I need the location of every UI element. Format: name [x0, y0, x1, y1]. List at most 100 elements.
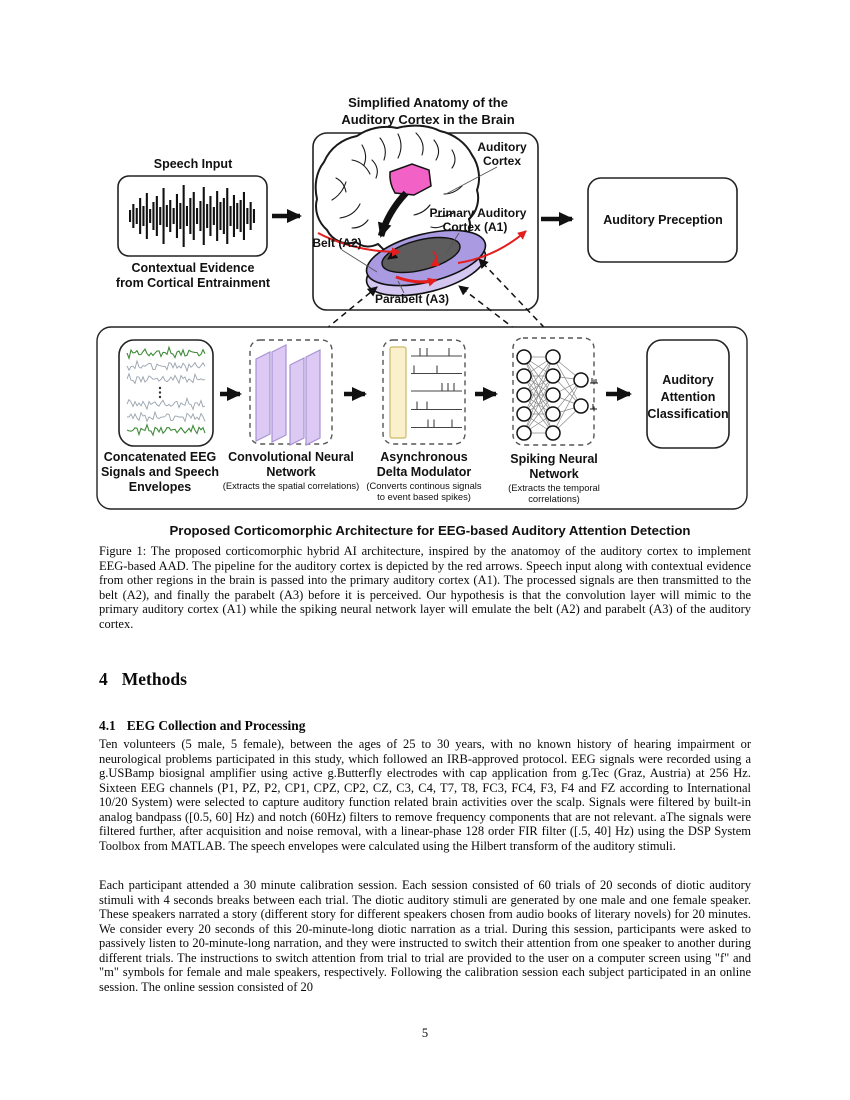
speech-waveform-icon	[129, 185, 255, 247]
snn-output-neuron	[573, 398, 589, 414]
snn-box	[512, 337, 595, 446]
waveform-bar	[199, 201, 202, 231]
adm-label-line2: Delta Modulator	[377, 465, 472, 479]
auditory-perception-label: Auditory Preception	[603, 213, 722, 227]
eeg-trace	[126, 423, 206, 437]
eeg-trace	[126, 345, 206, 361]
waveform-bar	[202, 187, 205, 245]
snn-edge	[552, 356, 582, 407]
paragraph-eeg-collection: Ten volunteers (5 male, 5 female), betwe…	[99, 737, 751, 853]
waveform-bar	[149, 209, 152, 223]
anatomy-title-line1: Simplified Anatomy of the	[348, 95, 508, 110]
cnn-layers-icon	[255, 344, 321, 446]
waveform-bar	[196, 208, 199, 224]
waveform-bar	[145, 193, 148, 239]
output-spike-glyph	[590, 404, 597, 410]
eeg-label-line2: Signals and Speech	[101, 465, 219, 479]
snn-neuron	[545, 425, 561, 441]
section-title: Methods	[121, 669, 187, 689]
eeg-label-line1: Concatenated EEG	[104, 450, 217, 464]
waveform-bar	[192, 192, 195, 240]
waveform-bar	[132, 204, 135, 228]
primary-auditory-label-line2: Cortex (A1)	[443, 220, 508, 234]
waveform-bar	[246, 208, 249, 224]
snn-label-line1: Spiking Neural	[510, 452, 598, 466]
snn-edge	[523, 375, 554, 434]
adm-label-line1: Asynchronous	[380, 450, 468, 464]
waveform-bar	[169, 200, 172, 232]
waveform-bar	[242, 192, 245, 240]
snn-edge	[523, 394, 554, 434]
ellipsis-dot	[158, 395, 162, 399]
waveform-bar	[175, 194, 178, 238]
adm-sublabel-line1: (Converts continous signals	[366, 480, 481, 491]
waveform-bar	[179, 203, 182, 229]
snn-neuron	[516, 368, 532, 384]
contextual-evidence-line1: Contextual Evidence	[132, 261, 255, 275]
snn-edge	[552, 379, 582, 434]
page-number: 5	[421, 1026, 429, 1040]
classification-box	[646, 339, 730, 449]
cortex-to-belt-arrow	[377, 190, 409, 238]
subsection-title: EEG Collection and Processing	[126, 718, 306, 733]
snn-edge	[523, 356, 554, 396]
eeg-label-line3: Envelopes	[129, 480, 192, 494]
waveform-bar	[172, 208, 175, 224]
waveform-bar	[249, 202, 252, 230]
eeg-trace	[126, 372, 206, 385]
adm-sublabel-line2: to event based spikes)	[377, 491, 471, 502]
speech-input-label: Speech Input	[154, 157, 233, 171]
waveform-bar	[142, 206, 145, 226]
snn-network-icon	[516, 349, 598, 441]
paragraph-calibration-session: Each participant attended a 30 minute ca…	[99, 878, 751, 994]
waveform-bar	[189, 198, 192, 234]
snn-neuron	[545, 406, 561, 422]
waveform-bar	[129, 210, 132, 222]
parabelt-label: Parabelt (A3)	[375, 292, 449, 306]
section-heading-methods: 4 Methods	[99, 669, 187, 690]
waveform-bar	[182, 185, 185, 247]
ellipsis-dot	[158, 386, 162, 390]
auditory-cortex-label-line2: Cortex	[483, 154, 521, 168]
snn-sublabel-line2: correlations)	[528, 493, 580, 504]
figure-1-caption: Figure 1: The proposed corticomorphic hy…	[99, 544, 751, 631]
waveform-bar	[135, 208, 138, 224]
waveform-bar	[232, 195, 235, 237]
waveform-bar	[209, 196, 212, 236]
auditory-cortex-label-line1: Auditory	[477, 140, 527, 154]
waveform-bar	[185, 206, 188, 226]
ellipsis-dot	[158, 391, 162, 394]
output-label-line3: Classification	[647, 407, 728, 421]
waveform-bar	[236, 203, 239, 229]
eeg-trace	[126, 359, 206, 373]
output-spike-glyph	[590, 378, 598, 384]
cnn-label-line2: Network	[266, 465, 315, 479]
speech-input-box	[117, 175, 268, 257]
subsection-heading-eeg: 4.1 EEG Collection and Processing	[99, 718, 305, 734]
waveform-bar	[226, 188, 229, 244]
waveform-bar	[239, 200, 242, 232]
snn-neuron	[516, 406, 532, 422]
waveform-bar	[165, 205, 168, 227]
snn-neuron	[545, 368, 561, 384]
anatomy-title-line2: Auditory Cortex in the Brain	[341, 112, 514, 127]
snn-edge	[523, 356, 554, 434]
snn-neuron	[545, 387, 561, 403]
snn-neuron	[516, 387, 532, 403]
adm-spike-trains-icon	[411, 348, 462, 429]
waveform-bar	[219, 202, 222, 230]
section-number: 4	[99, 669, 108, 689]
output-label-line1: Auditory	[662, 373, 713, 387]
output-label-line2: Attention	[661, 390, 716, 404]
primary-auditory-region	[381, 236, 461, 274]
contextual-evidence-line2: from Cortical Entrainment	[116, 276, 271, 290]
snn-output-neuron	[573, 372, 589, 388]
waveform-bar	[222, 198, 225, 234]
figure-subtitle: Proposed Corticomorphic Architecture for…	[170, 523, 691, 538]
waveform-bar	[252, 209, 255, 223]
waveform-bar	[162, 188, 165, 244]
subsection-number: 4.1	[99, 718, 116, 733]
figure-1-diagram: Simplified Anatomy of the Auditory Corte…	[96, 95, 748, 538]
snn-sublabel-line1: (Extracts the temporal	[508, 482, 600, 493]
